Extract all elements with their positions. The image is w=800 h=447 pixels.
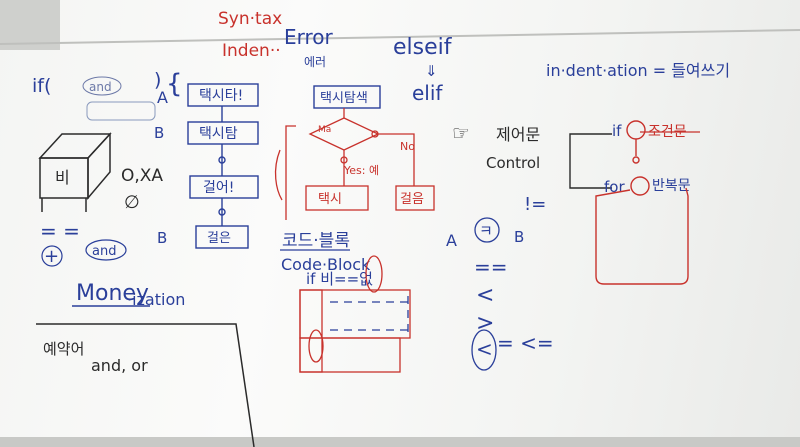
control-korean: 제어문 xyxy=(496,125,540,144)
elseif-label: elseif xyxy=(393,35,453,60)
control-lte-eq: = <= xyxy=(497,331,554,355)
indentation-note: in·dent·ation = 들여쓰기 xyxy=(546,61,730,80)
label-b-lower: B xyxy=(157,229,167,247)
control-greater: > xyxy=(476,311,494,336)
example-keywords: and, or xyxy=(91,356,148,375)
flow2-top-box xyxy=(313,85,381,109)
board-tray xyxy=(0,437,800,447)
for-circle xyxy=(630,176,650,196)
control-b: B xyxy=(514,228,524,246)
example-box-border xyxy=(36,323,255,447)
syntax-label: Syn·tax xyxy=(218,9,282,29)
right-bracket xyxy=(569,133,612,189)
flow2-cond: Ma xyxy=(318,125,331,135)
flow2-yes: Yes: 예 xyxy=(343,164,379,177)
cube-drawing xyxy=(38,132,112,212)
flow2-no: No xyxy=(400,140,415,153)
control-circle-2 xyxy=(471,329,497,371)
example-title: 예약어 xyxy=(43,340,84,358)
cube-label: 비 xyxy=(55,168,70,187)
condition-box xyxy=(86,101,156,121)
error-korean: 에러 xyxy=(304,55,326,69)
control-equal: == xyxy=(474,255,508,279)
and-operator: and xyxy=(92,244,116,259)
control-english: Control xyxy=(486,154,540,172)
and-text: and xyxy=(89,80,112,94)
plus-circle xyxy=(41,245,63,267)
control-ki: ㅋ xyxy=(479,222,493,240)
empty-set-label: ∅ xyxy=(124,192,140,213)
open-brace: { xyxy=(166,69,183,99)
control-lte: < xyxy=(476,337,493,361)
flowchart-right xyxy=(274,108,435,220)
flowchart-left xyxy=(187,83,259,249)
control-top-mark: ☞ xyxy=(452,121,470,145)
control-not-equal: != xyxy=(524,194,546,215)
flow1-node2: 택시탐 xyxy=(199,126,238,142)
inden-label: Inden·· xyxy=(222,41,281,61)
code-block-korean: 코드·블록 xyxy=(282,231,350,251)
if-keyword: if xyxy=(612,122,622,140)
for-condition: 반복문 xyxy=(652,178,691,194)
flow1-node1: 택시타! xyxy=(199,88,243,104)
code-block-drawing xyxy=(299,255,411,373)
elif-label: elif xyxy=(412,81,443,105)
if-label: if( xyxy=(32,75,51,97)
money-suffix: ·ization xyxy=(127,290,185,309)
code-block-condition: if 비==없 xyxy=(306,270,373,288)
if-circle xyxy=(626,120,646,140)
if-close-paren: ) xyxy=(154,69,161,91)
flow1-node4: 걸은 xyxy=(207,231,231,246)
if-end-dot xyxy=(632,156,640,164)
flow1-node3: 걸어! xyxy=(203,180,234,196)
flow2-right-box: 걸음 xyxy=(400,192,424,207)
board-corner xyxy=(0,0,60,50)
oxa-label: O,XA xyxy=(121,166,163,186)
and-oval xyxy=(82,76,122,96)
money-word: Money xyxy=(76,281,149,306)
control-less: < xyxy=(476,283,494,308)
label-a-left: A xyxy=(157,88,168,107)
label-b-upper: B xyxy=(154,124,164,142)
down-arrow: ⇓ xyxy=(425,62,438,80)
control-circle-1 xyxy=(474,217,500,243)
and-circle xyxy=(85,239,127,261)
flow2-top-label: 택시탐색 xyxy=(320,91,368,106)
code-block-english: Code·Block xyxy=(281,255,371,274)
plus-sign: + xyxy=(44,246,59,267)
for-loop-box xyxy=(595,187,689,285)
error-label: Error xyxy=(284,25,334,49)
double-equals: = = xyxy=(40,219,80,243)
board-top-edge xyxy=(0,29,800,45)
flow2-left-box: 택시 xyxy=(318,192,342,207)
code-block-dashed xyxy=(330,296,409,332)
control-a: A xyxy=(446,231,457,250)
